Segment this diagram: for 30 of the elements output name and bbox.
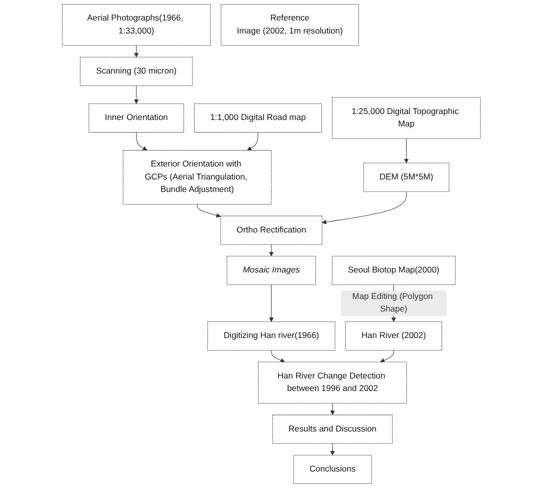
node-box: Aerial Photographs(1966, 1:33,000) [62, 4, 211, 46]
arrow [136, 132, 148, 151]
arrow [271, 350, 286, 362]
node-box: Conclusions [293, 454, 372, 484]
arrow [380, 350, 394, 362]
node-box: Han River Change Detection between 1996 and 2002 [258, 362, 408, 404]
node-box: Mosaic Images [226, 256, 316, 286]
arrow [404, 138, 409, 164]
arrow [330, 403, 335, 416]
node-box: Ortho Rectification [220, 216, 322, 245]
arrow [197, 204, 221, 218]
node-box: Digitizing Han river(1966) [208, 322, 336, 351]
node-box: DEM (5M*5M) [364, 162, 450, 192]
arrow [247, 132, 258, 151]
arrow [330, 443, 335, 456]
arrow [322, 191, 407, 224]
edge-label: Map Editing (Polygon Shape) [352, 292, 433, 314]
node-box: 1:25,000 Digital Topographic Map [332, 97, 481, 139]
node-box: Han River (2002) [345, 322, 442, 351]
node-box: Inner Orientation [88, 103, 184, 133]
node-box: 1:1,000 Digital Road map [194, 103, 322, 133]
arrow [134, 45, 139, 58]
arrow [269, 284, 274, 322]
node-box: Seoul Biotop Map(2000) [332, 256, 456, 286]
node-box: Reference Image (2002, 1m resolution) [220, 4, 360, 46]
node-box: Exterior Orientation with GCPs (Aerial Triangulation, Bundle Adjustment) [122, 150, 272, 205]
node-box: Scanning (30 micron) [80, 56, 193, 86]
node-box: Results and Discussion [272, 414, 393, 444]
arrow [269, 244, 274, 256]
arrow [134, 86, 139, 104]
